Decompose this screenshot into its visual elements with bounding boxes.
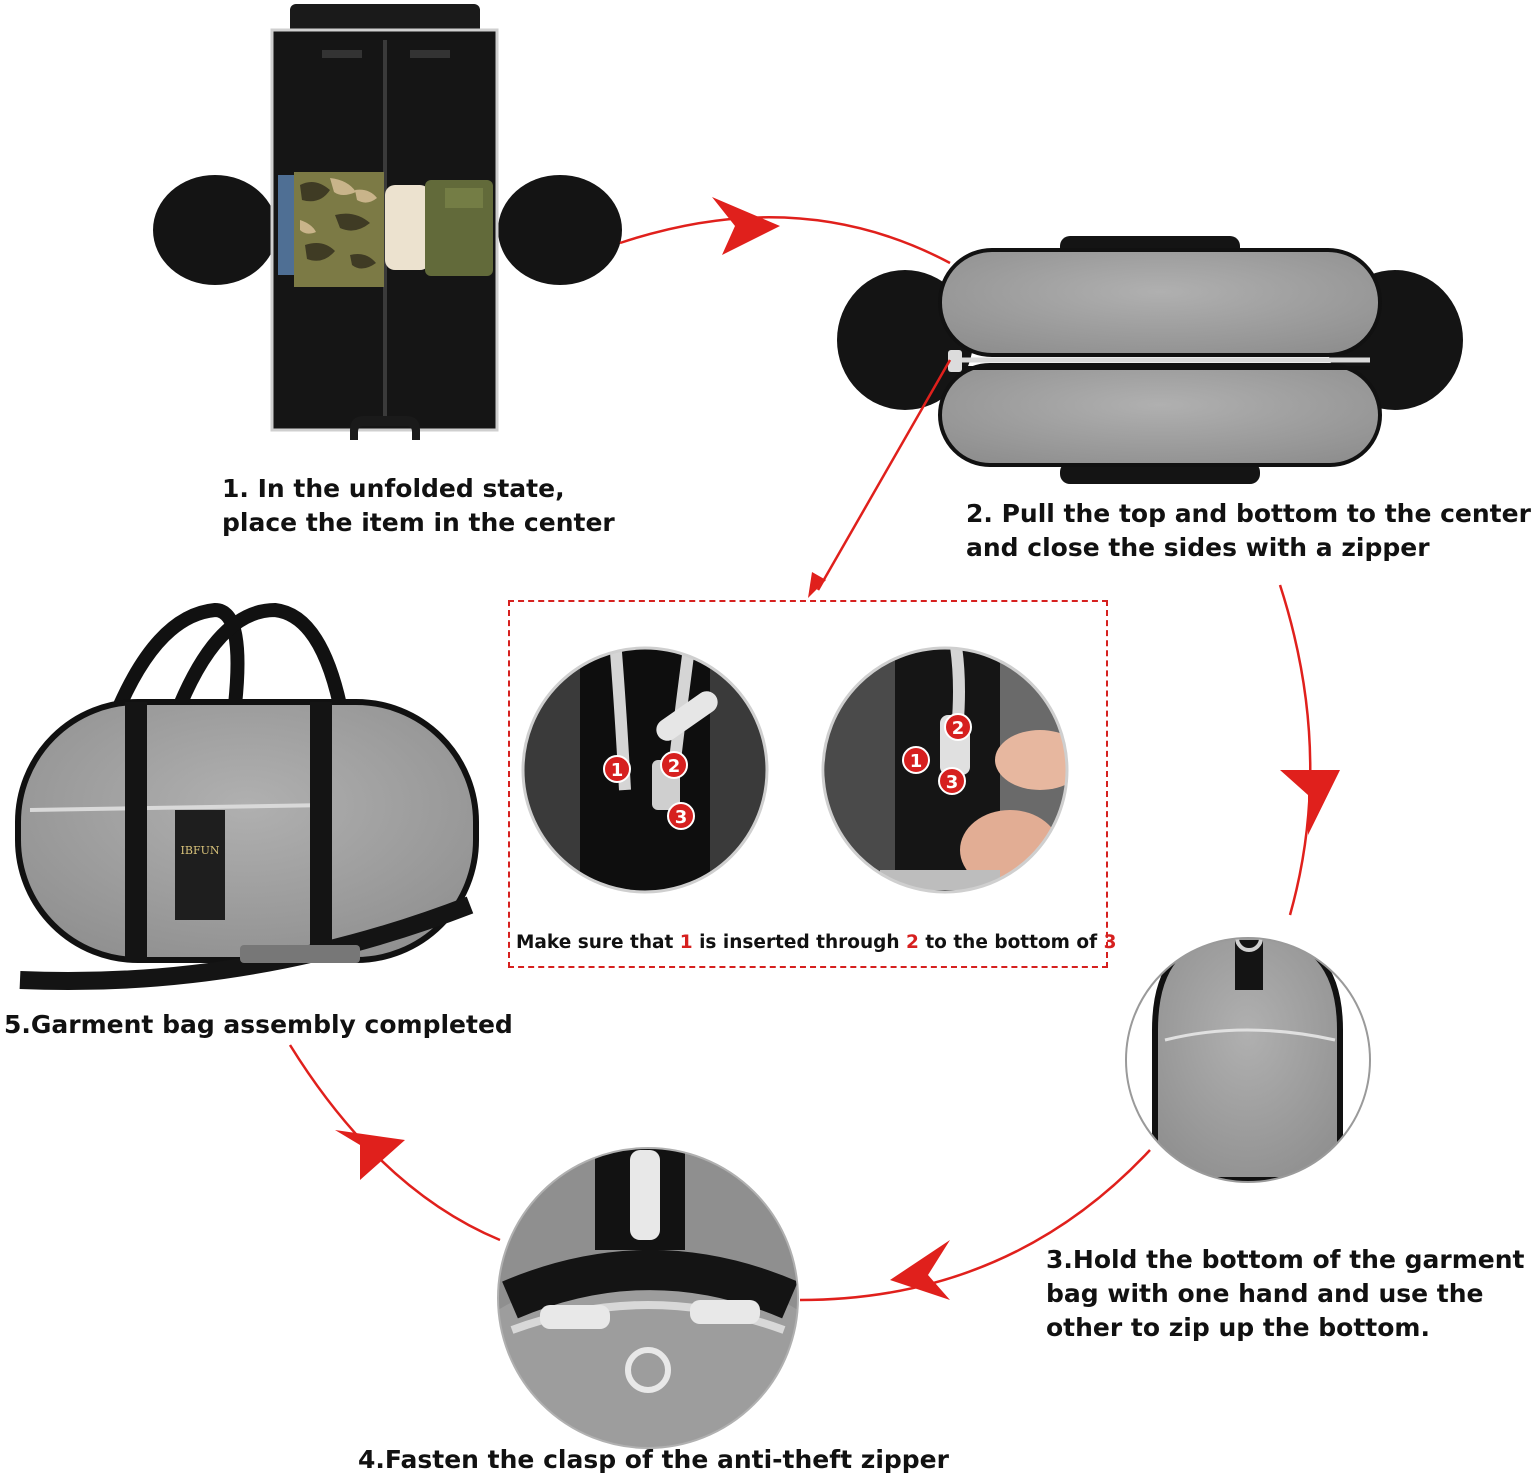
marker-3-label: 3 xyxy=(675,807,688,828)
zipper-note: Make sure that 1 is inserted through 2 t… xyxy=(516,932,1116,953)
zip-bottom-circle xyxy=(1125,937,1371,1183)
marker-2-label: 2 xyxy=(952,718,965,739)
zipper-note-num1: 1 xyxy=(679,932,693,953)
zipper-note-num3: 3 xyxy=(1103,932,1117,953)
flow-arrows xyxy=(288,216,1312,1302)
marker-3-right: 3 xyxy=(938,767,966,795)
zipper-note-part3: to the bottom of xyxy=(918,932,1104,953)
step3-line2: bag with one hand and use the xyxy=(1046,1279,1484,1308)
folded-bag-image xyxy=(837,236,1463,484)
step5-caption: 5.Garment bag assembly completed xyxy=(4,1008,513,1042)
marker-1-label: 1 xyxy=(910,751,923,772)
step2-line1: 2. Pull the top and bottom to the center xyxy=(966,499,1531,528)
marker-2-label: 2 xyxy=(668,756,681,777)
marker-1-label: 1 xyxy=(611,760,624,781)
marker-3-label: 3 xyxy=(946,772,959,793)
marker-1-left: 1 xyxy=(603,755,631,783)
step1-line2: place the item in the center xyxy=(222,508,615,537)
finished-duffel-image: IBFUN xyxy=(15,602,479,991)
step3-caption: 3.Hold the bottom of the garment bag wit… xyxy=(1046,1243,1524,1345)
brand-tag-label: IBFUN xyxy=(181,844,220,857)
zipper-detail-box xyxy=(508,600,1108,968)
zipper-note-part2: is inserted through xyxy=(692,932,907,953)
anti-theft-clasp-circle xyxy=(497,1147,799,1449)
step4-caption: 4.Fasten the clasp of the anti-theft zip… xyxy=(358,1443,949,1477)
step2-caption: 2. Pull the top and bottom to the center… xyxy=(966,497,1531,565)
zipper-note-num2: 2 xyxy=(906,932,919,953)
arrowheads xyxy=(335,197,1340,1300)
arrowhead-step1 xyxy=(712,197,780,255)
step1-caption: 1. In the unfolded state, place the item… xyxy=(222,472,615,540)
arrowhead-step4 xyxy=(335,1130,405,1180)
arrowhead-step3 xyxy=(890,1240,950,1300)
step1-line1: 1. In the unfolded state, xyxy=(222,474,565,503)
illustration-layer: 1 2 3 1 2 3 xyxy=(15,4,1463,1449)
arrowhead-step2 xyxy=(1280,770,1340,835)
unfolded-bag-image xyxy=(153,4,622,440)
instruction-graphic: 1 2 3 1 2 3 xyxy=(4,4,1531,1477)
marker-3-left: 3 xyxy=(667,802,695,830)
step5-line1: 5.Garment bag assembly completed xyxy=(4,1010,513,1039)
step3-line3: other to zip up the bottom. xyxy=(1046,1313,1430,1342)
zipper-detail-circle-left xyxy=(521,646,769,894)
marker-2-left: 2 xyxy=(660,751,688,779)
step3-line1: 3.Hold the bottom of the garment xyxy=(1046,1245,1525,1274)
step2-line2: and close the sides with a zipper xyxy=(966,533,1430,562)
marker-1-right: 1 xyxy=(902,746,930,774)
arrowhead-detail xyxy=(808,572,826,598)
step4-line1: 4.Fasten the clasp of the anti-theft zip… xyxy=(358,1445,949,1474)
zipper-note-part1: Make sure that xyxy=(516,932,680,953)
marker-2-right: 2 xyxy=(944,713,972,741)
